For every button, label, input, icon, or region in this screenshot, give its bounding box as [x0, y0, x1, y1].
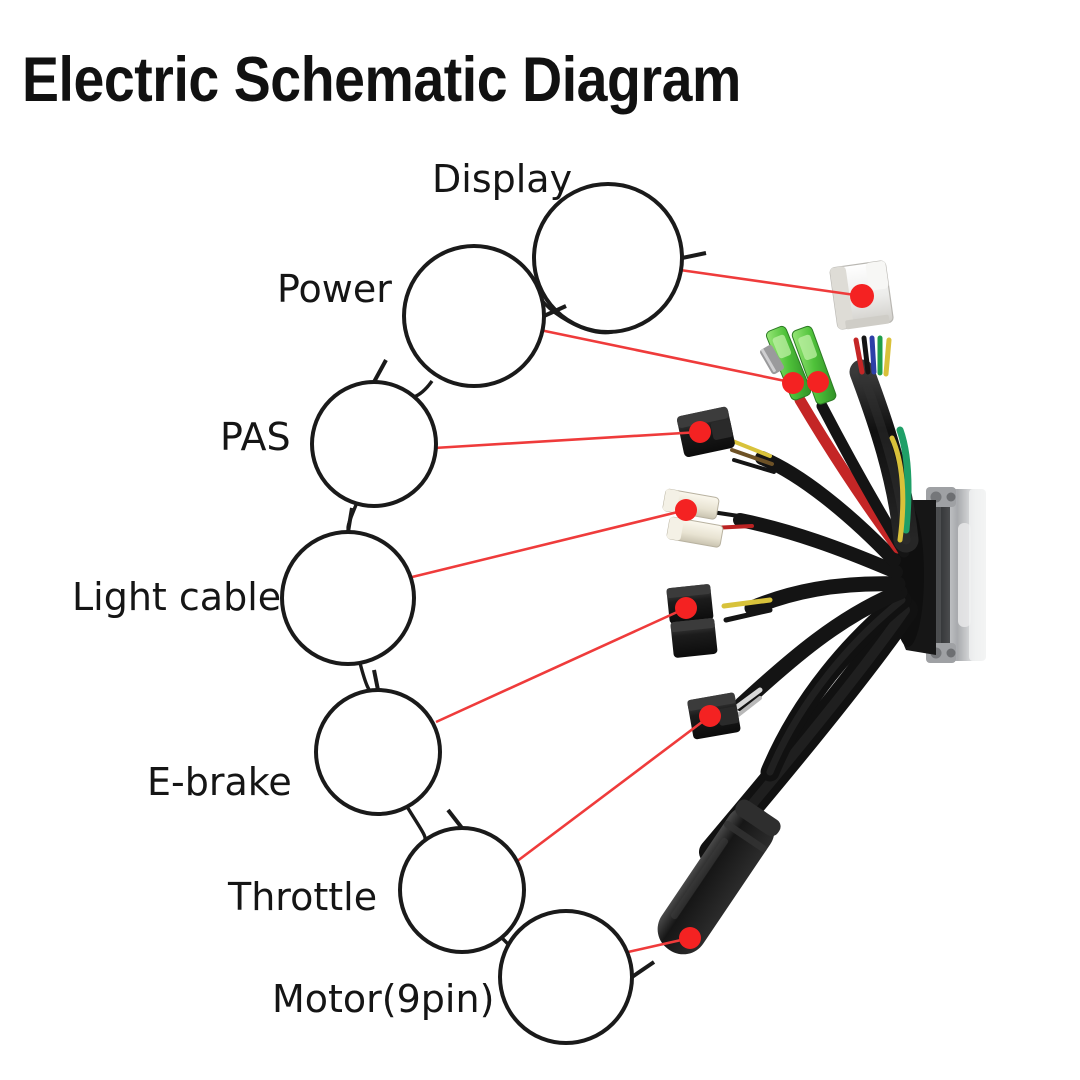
- callout-circle-power[interactable]: [402, 244, 567, 388]
- leader-line-power: [539, 328, 796, 385]
- callout-label-power: Power: [277, 267, 392, 311]
- leader-lines: [407, 266, 863, 954]
- wire-harness: [699, 335, 919, 865]
- leader-line-ebrake: [435, 606, 687, 724]
- page-title: Electric Schematic Diagram: [22, 45, 741, 115]
- callout-circle-display[interactable]: [532, 182, 707, 334]
- harness-ebrake-connector: [666, 584, 718, 658]
- dot-throttle: [699, 705, 721, 727]
- leader-line-pas: [433, 430, 701, 450]
- callout-label-pas: PAS: [220, 415, 291, 459]
- callout-circle-pas[interactable]: [310, 359, 438, 508]
- harness-power-connector: [760, 325, 837, 405]
- leader-line-light: [407, 508, 687, 580]
- callout-label-display: Display: [432, 157, 573, 201]
- dot-power-b: [807, 371, 829, 393]
- callout-label-motor: Motor(9pin): [272, 977, 495, 1021]
- callout-label-light-cable: Light cable: [72, 575, 282, 619]
- callout-label-e-brake: E-brake: [147, 760, 292, 804]
- leader-line-throttle: [515, 714, 711, 864]
- callout-circle-light-cable[interactable]: [280, 507, 416, 666]
- callout-circle-motor[interactable]: [498, 909, 656, 1045]
- leader-endpoint-dots: [675, 284, 874, 949]
- callout-label-throttle: Throttle: [228, 875, 378, 919]
- leader-line-display: [665, 266, 863, 298]
- dot-motor: [679, 927, 701, 949]
- dot-power-a: [782, 372, 804, 394]
- dot-display: [850, 284, 874, 308]
- callout-circle-e-brake[interactable]: [314, 669, 442, 816]
- dot-pas: [689, 421, 711, 443]
- harness-motor-connector: [657, 799, 781, 955]
- dot-ebrake: [675, 597, 697, 619]
- dot-light: [675, 499, 697, 521]
- callout-circle-throttle[interactable]: [398, 808, 526, 954]
